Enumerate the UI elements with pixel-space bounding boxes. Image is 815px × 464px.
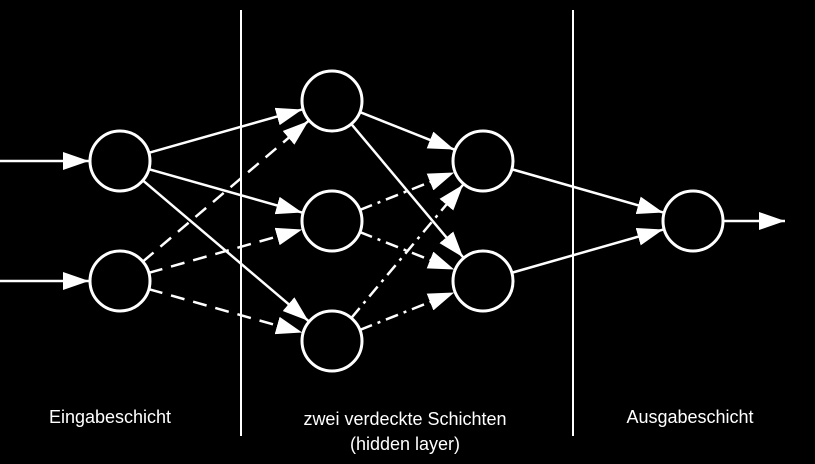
neuron-a1 (300, 69, 364, 133)
input-layer-label: Eingabeschicht (48, 407, 172, 427)
neuron-a3 (300, 309, 364, 373)
connection-i2-a3 (148, 287, 303, 335)
neuron-a2 (300, 189, 364, 253)
connection-a3-b1 (350, 183, 465, 319)
neuron-i1 (88, 129, 152, 193)
connection-b1-o1 (511, 168, 664, 214)
connection-i1-a1 (148, 107, 303, 155)
neuron-i2 (88, 249, 152, 313)
connection-a2-b1 (359, 171, 455, 212)
connection-i1-a2 (148, 167, 303, 215)
connection-a3-b2 (359, 291, 455, 332)
connection-i2-a2 (148, 227, 303, 275)
neuron-o1 (661, 189, 725, 253)
output-layer-label: Ausgabeschicht (626, 407, 754, 427)
neuron-b1 (451, 129, 515, 193)
hidden-layer-label: zwei verdeckte Schichten (303, 409, 507, 429)
connection-a2-b2 (359, 230, 455, 271)
neuron-b2 (451, 249, 515, 313)
connection-a1-b1 (359, 110, 455, 151)
connection-b2-o1 (511, 228, 664, 274)
hidden-layer-sublabel: (hidden layer) (349, 434, 461, 454)
connection-a1-b2 (350, 123, 465, 259)
connection-i2-a1 (142, 120, 310, 263)
